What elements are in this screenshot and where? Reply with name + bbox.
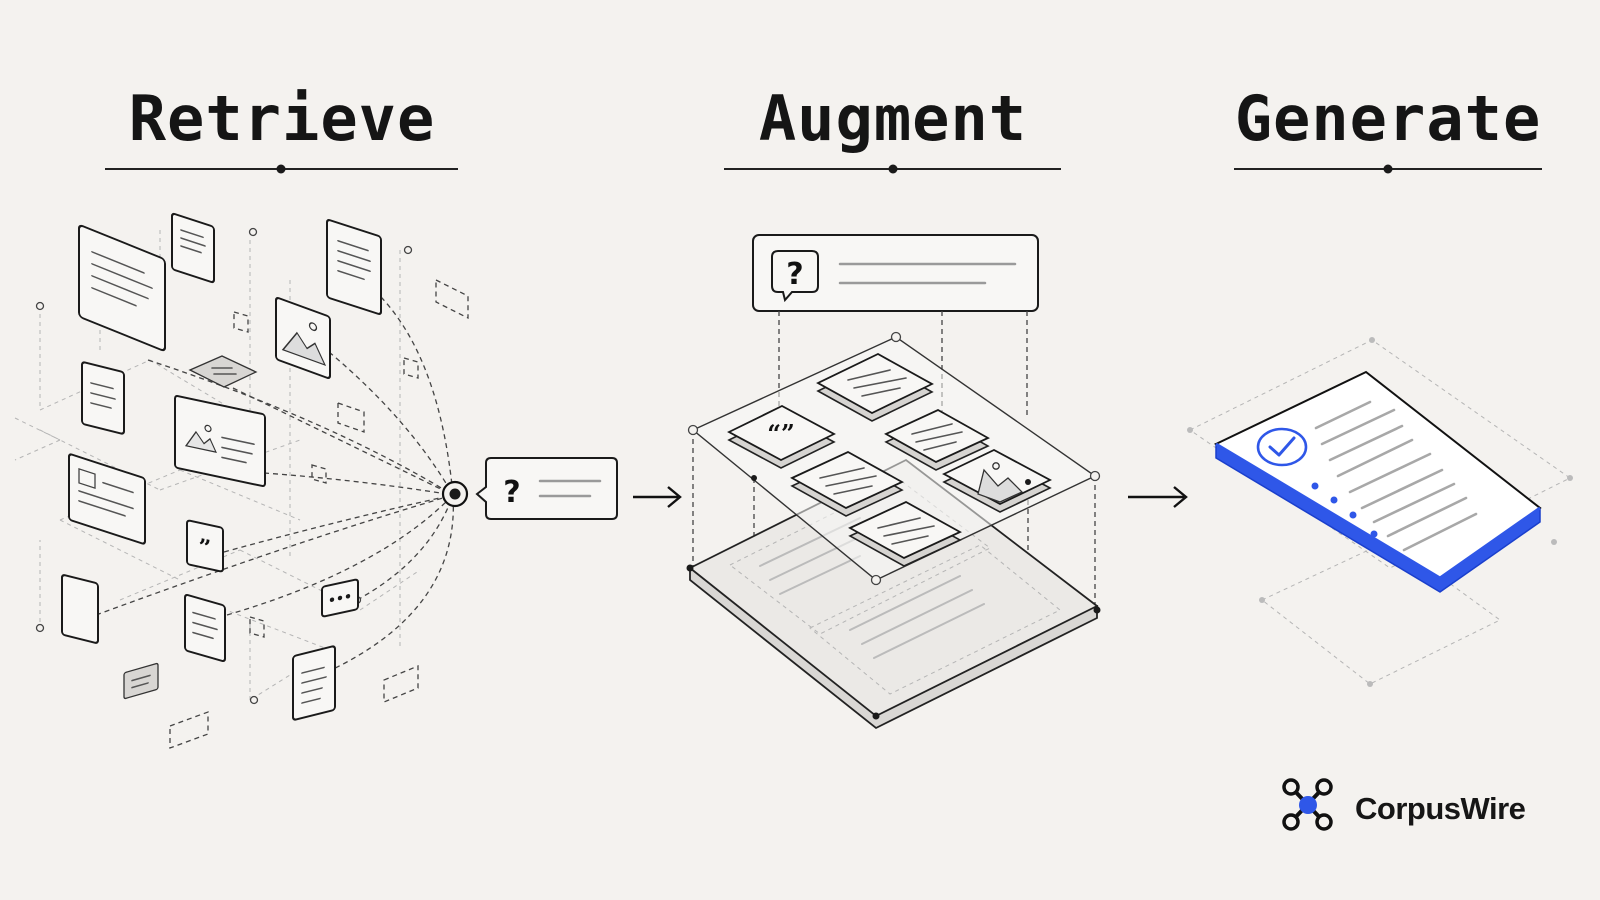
query-bubble-icon: ?	[475, 457, 618, 520]
quote-icon: ”	[186, 519, 224, 573]
augment-context-stack: ?	[686, 234, 1101, 730]
generated-answer	[1187, 337, 1573, 687]
context-tile-image	[942, 448, 1052, 513]
brand-name: CorpusWire	[1355, 791, 1526, 826]
stage-title-augment: Augment	[759, 82, 1027, 155]
network-logo-icon	[1282, 778, 1333, 831]
stage-generate-heading: Generate	[1234, 82, 1542, 174]
document-icon	[61, 574, 99, 644]
context-tile-doc	[848, 500, 962, 567]
context-tile-quote: “”	[727, 404, 836, 469]
context-base-slab	[686, 458, 1101, 730]
document-icon	[184, 593, 226, 663]
augment-query-glyph: ?	[786, 257, 803, 292]
chat-bubble-icon	[321, 578, 359, 618]
stage-title-generate: Generate	[1235, 82, 1542, 155]
svg-text:”: ”	[199, 534, 212, 562]
context-tile-doc	[884, 408, 990, 471]
retrieval-rays	[95, 296, 454, 673]
context-tile-doc	[790, 450, 904, 517]
stage-retrieve-heading: Retrieve	[105, 82, 458, 174]
document-icon	[68, 453, 146, 545]
stage-augment-heading: Augment	[724, 82, 1061, 174]
augment-query-card: ?	[752, 234, 1039, 312]
document-icon	[171, 212, 215, 284]
query-node	[441, 480, 469, 508]
document-icon	[292, 645, 336, 721]
document-icon	[78, 224, 166, 352]
tile-icon	[123, 662, 159, 700]
arrow-right-icon	[1128, 486, 1188, 508]
retrieve-corpus: ”	[14, 212, 469, 749]
stage-title-retrieve: Retrieve	[129, 82, 436, 155]
checkmark-icon	[1256, 427, 1308, 467]
context-tile-doc	[816, 352, 934, 422]
svg-text:“”: “”	[767, 419, 795, 448]
image-icon	[275, 297, 331, 379]
image-document-icon	[174, 394, 266, 488]
document-icon	[326, 218, 382, 316]
document-icon	[81, 361, 125, 435]
brand-logo: CorpusWire	[1282, 778, 1526, 831]
query-glyph: ?	[503, 475, 520, 510]
arrow-right-icon	[633, 486, 682, 508]
tile-icon	[188, 355, 258, 388]
